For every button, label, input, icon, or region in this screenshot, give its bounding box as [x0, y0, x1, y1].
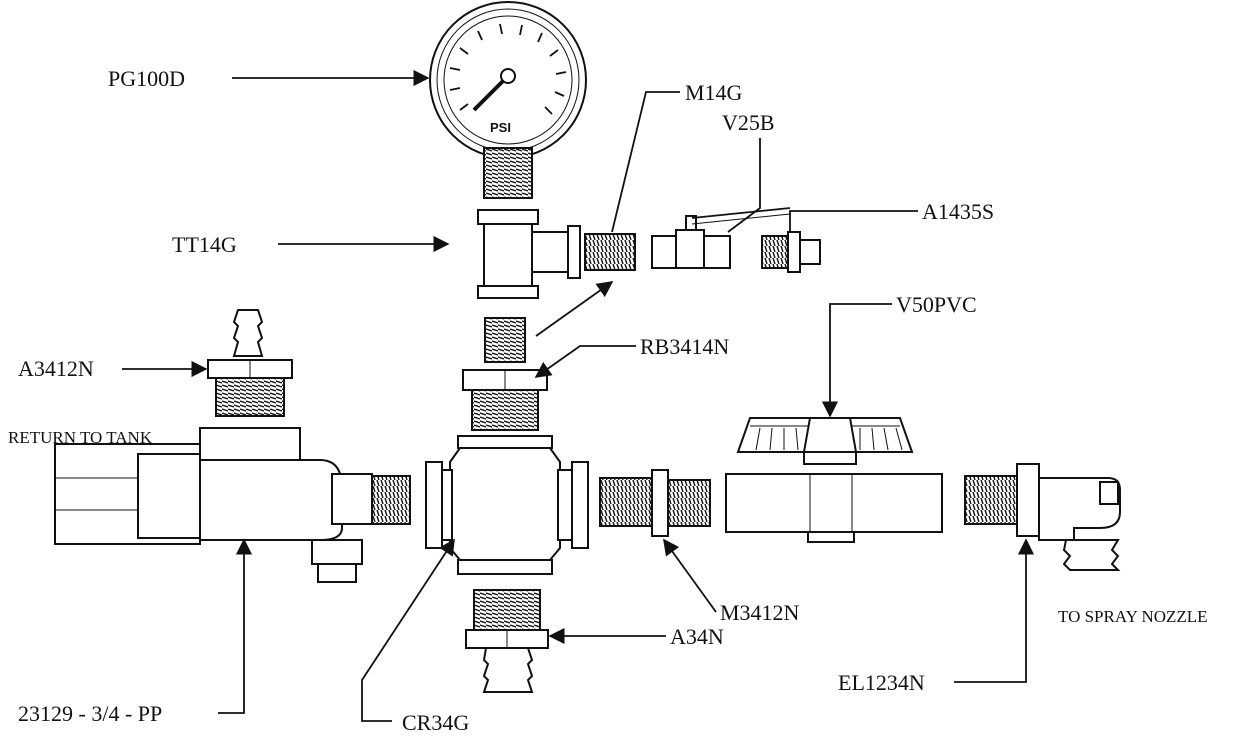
- short-nipple: [484, 317, 526, 363]
- el1234n-elbow: [964, 463, 1121, 571]
- label-m3412n: M3412N: [720, 600, 800, 625]
- label-v50pvc: V50PVC: [896, 292, 977, 317]
- cross-fitting: [425, 435, 589, 575]
- label-a3412n: A3412N: [18, 356, 94, 381]
- label-return-to-tank: RETURN TO TANK: [8, 428, 153, 447]
- label-23129: 23129 - 3/4 - PP: [18, 701, 162, 726]
- label-to-spray-nozzle: TO SPRAY NOZZLE: [1058, 607, 1208, 626]
- label-a34n: A34N: [670, 624, 724, 649]
- label-rb3414n: RB3414N: [640, 334, 729, 359]
- a1435s-adapter: [761, 231, 821, 273]
- label-el1234n: EL1234N: [838, 670, 925, 695]
- gauge-ticks: [449, 23, 567, 115]
- part-labels: PG100D M14G V25B A1435S TT14G V50PVC A34…: [8, 66, 1208, 735]
- regulator-body: [54, 427, 411, 583]
- label-pg100d: PG100D: [108, 66, 185, 91]
- m14g-nipple: [584, 233, 636, 271]
- gauge-needle: [472, 76, 508, 112]
- gauge-unit-text: PSI: [490, 120, 511, 135]
- a34n-adapter: [465, 589, 549, 693]
- tee-fitting: [477, 209, 581, 299]
- label-tt14g: TT14G: [172, 232, 237, 257]
- label-cr34g: CR34G: [402, 710, 469, 735]
- gauge-stem-thread: [483, 147, 533, 199]
- label-v25b: V25B: [722, 110, 775, 135]
- rb3414n-bushing: [462, 369, 548, 431]
- leader-lines: [122, 69, 1035, 722]
- label-m14g: M14G: [685, 80, 743, 105]
- a3412n-adapter: [207, 309, 293, 417]
- v25b-valve: [651, 207, 791, 269]
- v50pvc-valve: [725, 417, 943, 543]
- m3412n-nipple: [599, 469, 711, 537]
- pressure-gauge: PSI: [429, 1, 587, 199]
- label-a1435s: A1435S: [922, 199, 994, 224]
